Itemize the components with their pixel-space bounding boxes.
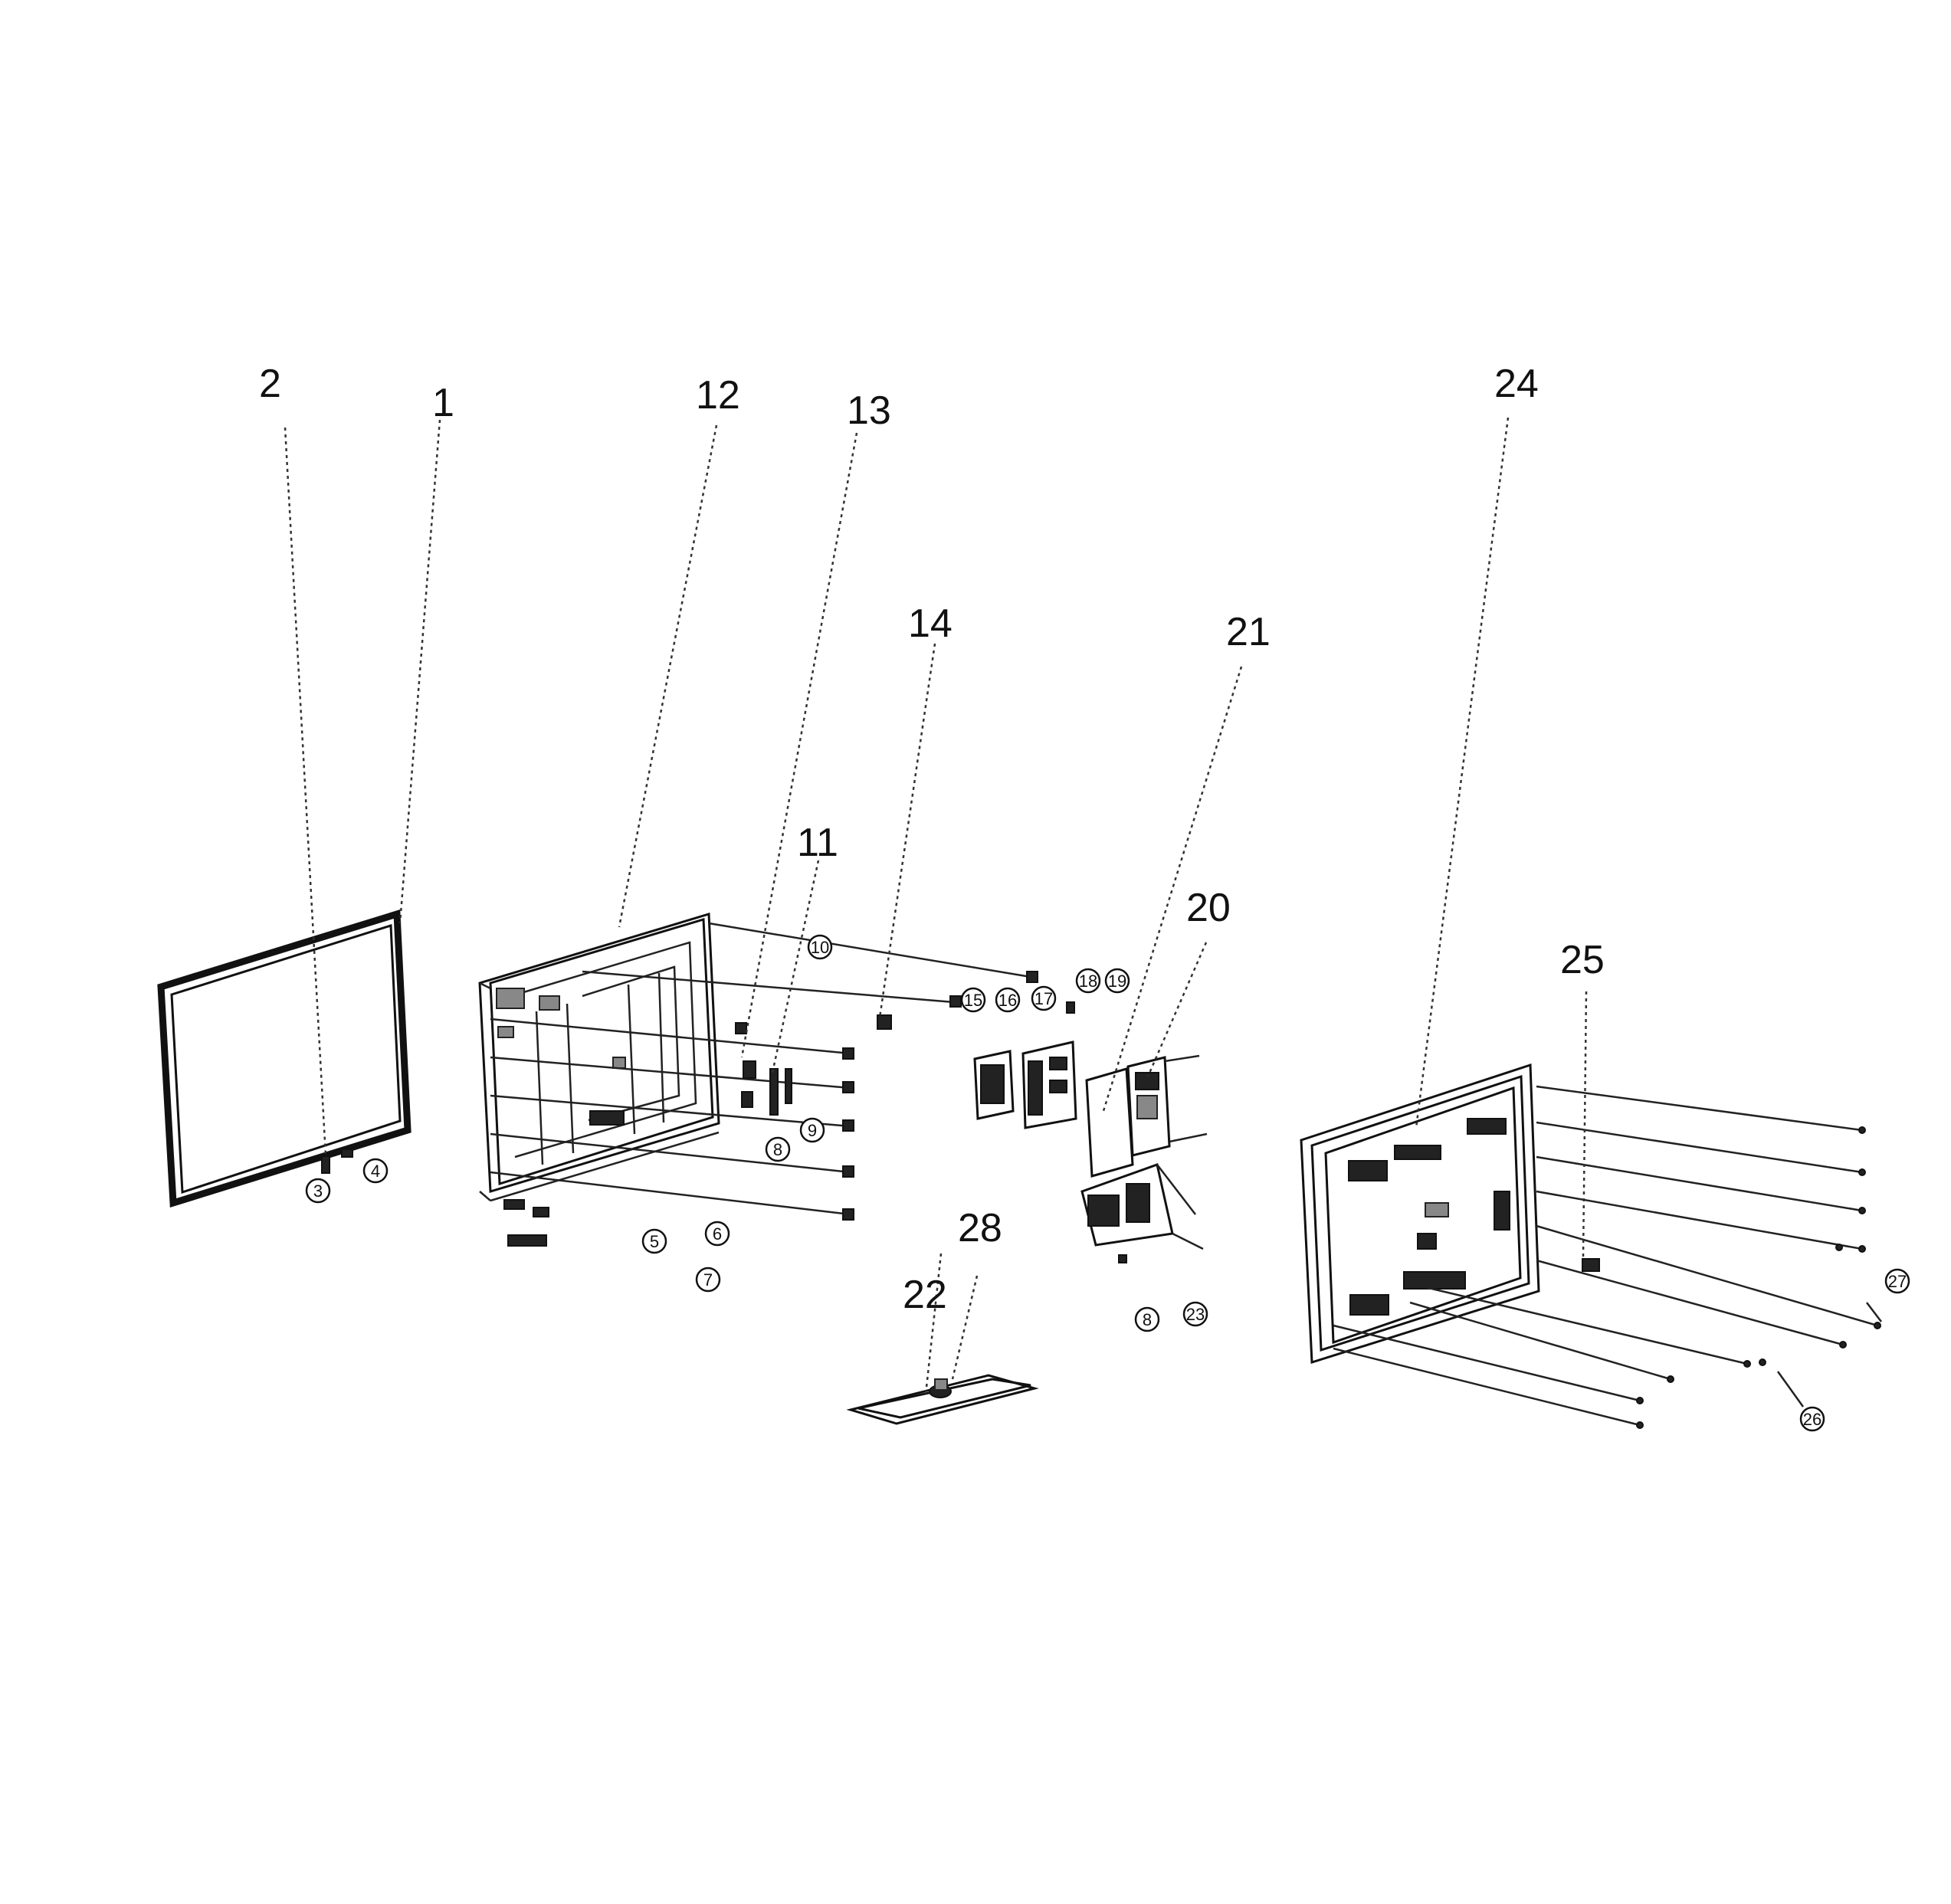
svg-text:5: 5 <box>650 1232 659 1251</box>
label-21: 21 <box>1226 610 1271 654</box>
bracket-parts <box>741 1060 792 1116</box>
front-bezel-panel <box>157 909 412 1208</box>
label-20: 20 <box>1186 886 1231 930</box>
label-25: 25 <box>1560 938 1605 982</box>
svg-text:10: 10 <box>811 938 829 957</box>
main-boards <box>973 1001 1077 1129</box>
stand-base <box>846 1374 1039 1425</box>
callout-26: 26 <box>1799 1406 1825 1432</box>
callout-27: 27 <box>1884 1268 1910 1294</box>
callout-6: 6 <box>704 1221 730 1247</box>
svg-text:6: 6 <box>713 1224 722 1244</box>
callout-18: 18 <box>1075 968 1101 994</box>
label-24: 24 <box>1494 362 1539 406</box>
svg-text:19: 19 <box>1108 972 1126 991</box>
svg-text:4: 4 <box>371 1162 380 1181</box>
callout-23: 23 <box>1182 1301 1208 1327</box>
svg-text:9: 9 <box>808 1121 817 1140</box>
circled-callouts: 3 4 5 6 7 8 9 10 <box>305 934 1910 1432</box>
label-22: 22 <box>903 1273 947 1317</box>
back-cover <box>1300 1063 1600 1365</box>
main-chassis <box>478 913 720 1247</box>
power-board <box>1085 1054 1208 1178</box>
svg-text:15: 15 <box>964 991 982 1010</box>
label-11: 11 <box>797 821 838 865</box>
svg-text:18: 18 <box>1079 972 1097 991</box>
callout-17: 17 <box>1031 985 1057 1011</box>
callout-16: 16 <box>995 987 1021 1013</box>
part-labels: 2 1 12 13 14 11 21 20 24 25 28 22 <box>259 362 1605 1317</box>
svg-text:16: 16 <box>998 991 1017 1010</box>
callout-9: 9 <box>799 1117 825 1143</box>
callout-10: 10 <box>807 934 833 960</box>
callout-7: 7 <box>695 1267 721 1293</box>
label-14: 14 <box>908 601 953 646</box>
svg-text:23: 23 <box>1186 1305 1205 1324</box>
callout-5: 5 <box>641 1228 667 1254</box>
svg-text:27: 27 <box>1888 1272 1907 1291</box>
callout-3: 3 <box>305 1178 331 1204</box>
label-28: 28 <box>958 1206 1002 1250</box>
label-1: 1 <box>432 381 454 425</box>
callout-19: 19 <box>1104 968 1130 994</box>
label-2: 2 <box>259 362 281 406</box>
svg-text:3: 3 <box>313 1181 323 1201</box>
label-12: 12 <box>696 373 740 418</box>
callout-4: 4 <box>362 1158 389 1184</box>
leader-lines <box>284 417 1882 1408</box>
svg-text:7: 7 <box>703 1270 713 1290</box>
callout-8a: 8 <box>765 1136 791 1162</box>
svg-text:17: 17 <box>1035 989 1053 1008</box>
chassis-screw-rails <box>490 922 1038 1221</box>
callout-15: 15 <box>960 987 986 1013</box>
label-13: 13 <box>847 388 891 433</box>
svg-text:8: 8 <box>773 1140 782 1159</box>
back-cover-screw-rails <box>1333 1085 1881 1429</box>
stand-bracket <box>1080 1163 1204 1263</box>
svg-text:26: 26 <box>1803 1410 1821 1429</box>
svg-text:8: 8 <box>1143 1310 1152 1329</box>
callout-8b: 8 <box>1134 1306 1160 1332</box>
